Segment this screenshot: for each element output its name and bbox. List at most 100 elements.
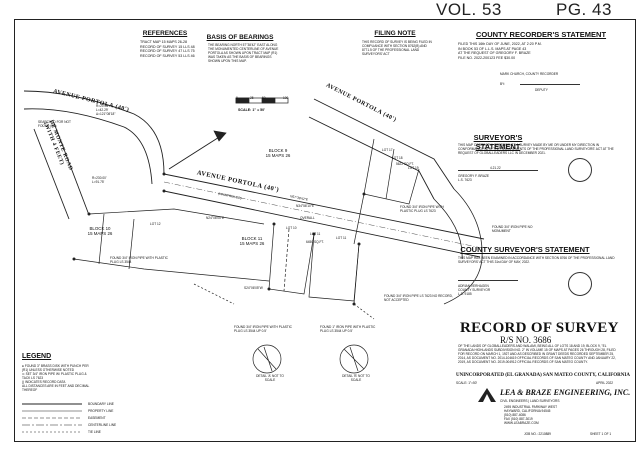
recorder-deputy: DEPUTY xyxy=(535,88,548,92)
legend-line-label: PROPERTY LINE xyxy=(88,409,114,413)
map-note: FOUND 3/4" IRON PIPE WITH PLASTIC PLUG L… xyxy=(110,256,168,264)
address-line: HAYWARD, CALIFORNIA 94545 xyxy=(504,409,551,413)
map-note: FOUND 3/4" IRON PIPE WITH PLASTIC PLUG L… xyxy=(234,325,292,333)
scale-tick: 0 xyxy=(236,96,238,100)
area-label: 6450 SQ.FT. xyxy=(306,240,324,244)
lot-label: LOT 18 xyxy=(392,156,403,160)
county-surveyor-role: COUNTY SURVEYOR xyxy=(458,288,491,292)
area-label: 5622 SQ.FT. xyxy=(396,162,414,166)
scale-tick: 25 xyxy=(250,96,254,100)
lot-label: LOT 19 xyxy=(408,166,419,170)
map-note: FOUND 3/4" IRON PIPE WITH PLASTIC PLUG L… xyxy=(400,205,444,213)
surveyor-seal xyxy=(568,158,592,182)
filing-text: THIS RECORD OF SURVEY IS BEING FILED IN … xyxy=(362,40,432,56)
curve-label: R=20.00' xyxy=(96,104,109,108)
reference-item: RECORD OF SURVEY 47 LLS 75 xyxy=(140,49,195,54)
surveyor-signature-line xyxy=(458,170,538,171)
address-line: 2495 INDUSTRIAL PARKWAY WEST xyxy=(504,405,558,409)
scale-tick: 100 xyxy=(283,96,289,100)
curve-label: L=42.29' xyxy=(96,108,109,112)
recorder-signer: MARK CHURCH, COUNTY RECORDER xyxy=(500,72,559,76)
record-location: UNINCORPORATED (EL GRANADA) SAN MATEO CO… xyxy=(456,373,630,378)
scale-tick: 50 xyxy=(262,96,266,100)
block-label: BLOCK 9 15 MAPS 26 xyxy=(265,148,291,158)
county-surveyor-title: COUNTY SURVEYOR'S STATEMENT xyxy=(460,245,590,254)
recorder-line: AT THE REQUEST OF GREGORY F. BRAZE xyxy=(458,51,531,56)
block-label: BLOCK 11 15 MAPS 26 xyxy=(239,236,265,246)
job-number: JOB NO.: 2210889 xyxy=(524,432,551,436)
reference-item: TRACT MAP 15 MAPS 26-28 xyxy=(140,40,188,44)
legend-line-label: BOUNDARY LINE xyxy=(88,402,114,406)
legend-items: ● FOUND 3" BRASS DISK WITH PUNCH PER (R1… xyxy=(22,364,92,392)
curve-label: Δ=121°08'18" xyxy=(96,112,116,116)
legend-item: ● FOUND 3" BRASS DISK WITH PUNCH PER (R1… xyxy=(22,364,89,372)
recorder-line: IN BOOK 53 OF L.L.S. MAPS AT PAGE 43 xyxy=(458,46,527,51)
legend-line-label: CENTERLINE LINE xyxy=(88,423,117,427)
lot-label: LOT 12 xyxy=(150,222,161,226)
filing-title: FILING NOTE xyxy=(374,30,416,37)
legend-title: LEGEND xyxy=(22,353,52,360)
address-line: WWW.LEABRAZE.COM xyxy=(504,421,539,425)
county-surveyor-license: L.S. 9185 xyxy=(458,292,472,296)
address-line: (510) 887-4086 xyxy=(504,413,526,417)
legend-line-label: TIE LINE xyxy=(88,430,101,434)
references-list: TRACT MAP 15 MAPS 26-28 RECORD OF SURVEY… xyxy=(140,40,200,58)
curve-label: R=230.00' xyxy=(92,176,107,180)
map-note: FOUND 3/4" IRON PIPE LS 7623 NO RECORD, … xyxy=(384,294,453,302)
references-title: REFERENCES xyxy=(142,30,188,37)
recorder-title: COUNTY RECORDER'S STATEMENT xyxy=(475,30,607,39)
company-sub: CIVIL ENGINEERS | LAND SURVEYORS xyxy=(500,399,560,403)
block-label: BLOCK 10 15 MAPS 26 xyxy=(87,226,113,236)
legend-line-label: EASEMENT xyxy=(88,416,106,420)
legend-item: ⊙ SET 3/4" IRON PIPE W/ PLASTIC PLUG & T… xyxy=(22,372,87,380)
surveyor-license: L.S. 7623 xyxy=(458,178,472,182)
reference-item: RECORD OF SURVEY 53 LLS 46 xyxy=(140,53,195,58)
survey-sheet xyxy=(14,19,636,442)
surveyor-text: THIS MAP CORRECTLY REPRESENTS A SURVEY M… xyxy=(458,143,614,155)
basis-title: BASIS OF BEARINGS xyxy=(206,34,274,41)
county-surveyor-seal xyxy=(568,272,592,296)
map-note: FOUND 1" IRON PIPE WITH PLASTIC PLUG LS … xyxy=(320,325,376,333)
bearing-label: S24°06'05"W xyxy=(244,286,263,290)
surveyor-title: SURVEYOR'S STATEMENT xyxy=(473,133,523,151)
surveyor-date: 4.21.22 xyxy=(490,166,501,170)
basis-text: THE BEARING NORTH 57°38'42" EAST ALONG T… xyxy=(208,43,279,63)
address-line: FAX (510) 887-3019 xyxy=(504,417,533,421)
lot-label: LOT 17 xyxy=(382,148,393,152)
map-note: FOUND 3/4" IRON PIPE NO MONUMENT xyxy=(492,225,533,233)
legend-item: ALL DISTANCES ARE IN FEET AND DECIMAL TH… xyxy=(22,384,90,392)
company-name: LEA & BRAZE ENGINEERING, INC. xyxy=(500,388,631,397)
rs-number: R/S NO. 3686 xyxy=(500,335,552,345)
map-note: SEARCHED FOR NOT FOUND (R1) xyxy=(38,120,71,128)
record-description: OF THE LANDS OF GLOBALLEADERS AND WALAMI… xyxy=(458,344,616,364)
recorder-signature-line xyxy=(520,84,580,85)
detail-label: DETAIL 'B' NOT TO SCALE xyxy=(342,374,370,382)
record-title: RECORD OF SURVEY xyxy=(460,320,619,336)
recorder-by: BY: xyxy=(500,82,505,86)
legend-item: () INDICATES RECORD DATA xyxy=(22,380,66,384)
county-surveyor-signature-line xyxy=(458,280,518,281)
company-address: 2495 INDUSTRIAL PARKWAY WEST HAYWARD, CA… xyxy=(504,405,557,425)
detail-label: DETAIL 'A' NOT TO SCALE xyxy=(256,374,284,382)
lot-label: LOT 11 xyxy=(310,232,321,236)
reference-item: RECORD OF SURVEY 15 LLS 48 xyxy=(140,44,195,49)
scale-label: SCALE: 1" = 50' xyxy=(238,108,266,112)
sheet-number: SHEET 1 OF 1 xyxy=(590,432,612,436)
recorder-line: FILE NO. 2022-200123 FEE $30.00 xyxy=(458,55,516,60)
curve-label: L=91.75' xyxy=(92,180,105,184)
volume-number: VOL. 53 xyxy=(436,0,502,19)
page-number: PG. 43 xyxy=(556,0,612,19)
recorder-line: FILED THIS 16th DAY OF JUNE, 2022, AT 2:… xyxy=(458,42,542,46)
overall-label: OVERALL xyxy=(300,216,315,220)
record-date: APRIL 2022 xyxy=(596,381,614,385)
bearing-label: N24°06'05"E xyxy=(206,216,225,220)
lot-label: LOT 11 xyxy=(336,236,347,240)
county-surveyor-signer: ADRIAN VERHAGEN xyxy=(458,284,489,288)
recorder-lines: FILED THIS 16th DAY OF JUNE, 2022, AT 2:… xyxy=(458,42,626,60)
surveyor-signer: GREGORY F. BRAZE xyxy=(458,174,490,178)
lot-label: LOT 10 xyxy=(286,226,297,230)
county-surveyor-text: THIS MAP HAS BEEN EXAMINED IN ACCORDANCE… xyxy=(458,256,615,264)
survey-map xyxy=(22,90,485,433)
bearing-label: N34°56'10"E xyxy=(296,204,315,208)
company-logo xyxy=(478,388,496,402)
